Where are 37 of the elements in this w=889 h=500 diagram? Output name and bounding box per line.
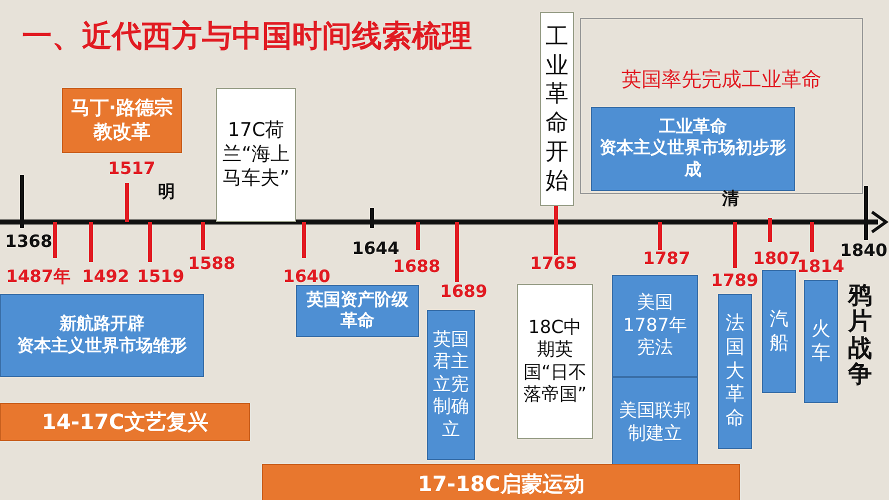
event-box: 法国大革命 — [718, 294, 752, 449]
year-label: 1519 — [137, 268, 184, 287]
event-box — [591, 107, 795, 191]
event-box: 汽船 — [762, 270, 796, 393]
event-box: 美国1787年宪法 — [612, 275, 698, 377]
event-box — [0, 294, 204, 377]
year-label: 1640 — [283, 268, 330, 287]
frame-heading: 英国率先完成工业革命 — [622, 67, 822, 92]
event-box: 英国君主立宪制确立 — [427, 310, 475, 460]
period-bar: 17-18C启蒙运动 — [262, 464, 740, 500]
dynasty-label: 清 — [722, 190, 739, 209]
period-bar: 14-17C文艺复兴 — [0, 403, 250, 441]
event-box: 火车 — [804, 280, 838, 403]
year-label: 1487年 — [6, 268, 70, 287]
event-box: 英国资产阶级革命 — [296, 285, 419, 337]
year-label: 1787 — [643, 250, 690, 269]
year-label: 1517 — [108, 160, 156, 179]
year-label: 1492 — [82, 268, 130, 287]
year-label: 1688 — [393, 258, 440, 277]
note-box: 工业革命开始 — [540, 12, 574, 206]
year-label: 1588 — [188, 255, 236, 274]
event-text: 资本主义世界市场雏形 — [17, 336, 187, 357]
note-box: 17C荷兰“海上马车夫” — [216, 88, 296, 222]
title: 一、近代西方与中国时间线索梳理 — [22, 20, 472, 53]
year-label: 1644 — [352, 240, 400, 259]
event-box: 马丁·路德宗教改革 — [62, 88, 182, 153]
event-text: 资本主义世界市场初步形成 — [598, 138, 788, 181]
event-text: 新航路开辟 — [60, 314, 144, 336]
note-box: 18C中期英国“日不落帝国” — [517, 284, 593, 439]
event-text: 工业革命 — [659, 117, 727, 138]
year-label: 1789 — [711, 272, 758, 291]
event-label: 鸦片战争 — [848, 282, 873, 388]
year-label: 1840 — [840, 242, 888, 261]
year-label: 1368 — [5, 233, 52, 252]
year-label: 1765 — [530, 255, 578, 274]
year-label: 1689 — [440, 283, 488, 302]
dynasty-label: 明 — [158, 183, 175, 202]
